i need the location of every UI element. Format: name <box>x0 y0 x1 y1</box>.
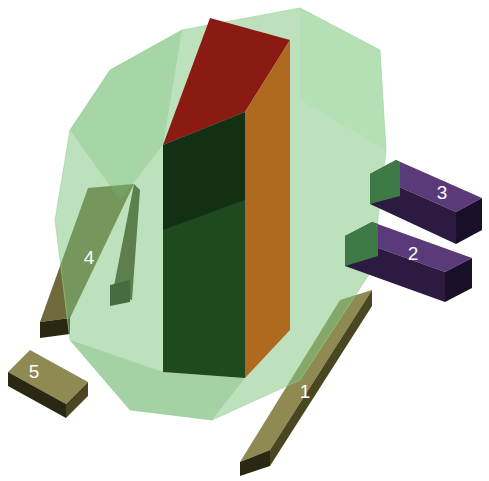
callout-number: 3 <box>437 183 448 202</box>
hull-facet <box>300 8 386 150</box>
block-end <box>445 258 472 302</box>
box-right-face <box>245 40 290 378</box>
box-shadow <box>163 112 245 230</box>
box-left-face <box>163 112 245 378</box>
beam-end <box>240 450 270 476</box>
beam-end <box>40 318 70 338</box>
block-5 <box>8 350 88 418</box>
block-end <box>456 198 482 244</box>
callout-number: 4 <box>84 248 95 267</box>
central-box <box>163 18 290 378</box>
block-green-end <box>370 160 400 204</box>
translucent-hull <box>55 8 386 420</box>
block-green-end <box>345 222 378 266</box>
callout-number: 2 <box>408 244 419 263</box>
callout-number: 1 <box>300 382 311 401</box>
callout-number: 5 <box>29 362 40 381</box>
block-side <box>66 382 88 418</box>
hull-outline <box>55 8 386 420</box>
block-3 <box>370 160 482 244</box>
